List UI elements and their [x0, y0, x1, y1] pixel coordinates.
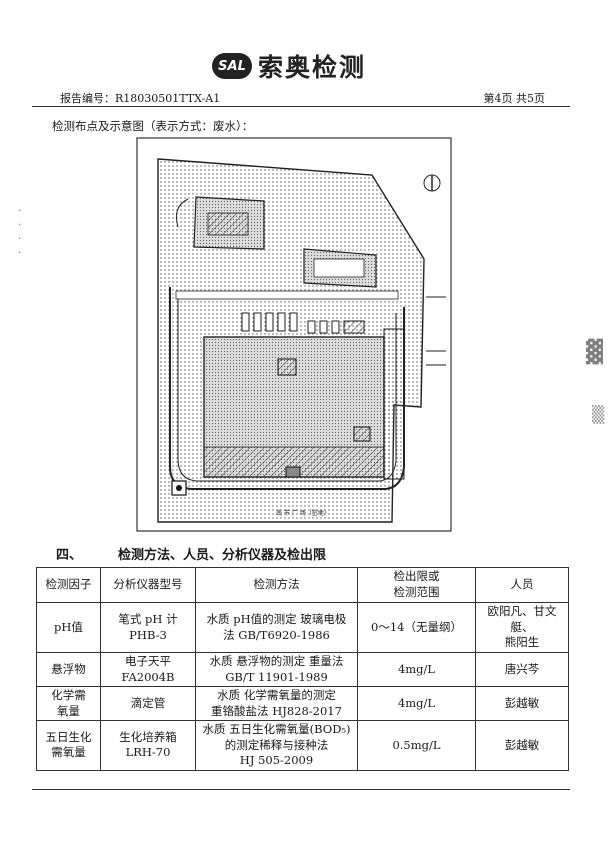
logo-badge: SAL: [212, 53, 252, 79]
cell-text: 彭越敏: [504, 695, 540, 710]
cell-text: 水质 pH值的测定 玻璃电极: [206, 611, 347, 626]
col-header-limit-line: 检测范围: [393, 585, 440, 599]
cell-factor: 悬浮物: [36, 651, 101, 688]
cell-text: 熊阳生: [504, 635, 540, 650]
company-logo: SAL 索奥检测: [212, 48, 402, 84]
cell-method: 水质 悬浮物的测定 重量法 GB/T 11901-1989: [195, 651, 358, 688]
cell-text: 悬浮物: [51, 661, 86, 676]
col-header-limit: 检出限或 检测范围: [357, 567, 476, 603]
cell-text: 水质 五日生化需氧量(BOD₅): [202, 722, 351, 737]
cell-text: 化学需: [51, 688, 86, 703]
table-row: pH值 笔式 pH 计 PHB-3 水质 pH值的测定 玻璃电极 法 GB/T6…: [36, 602, 569, 653]
map-bottom-label: 南 市 广 场（空地）: [276, 509, 330, 517]
cell-text: 水质 化学需氧量的测定: [217, 688, 336, 703]
cell-text: 唐兴芩: [504, 661, 540, 676]
col-header-factor: 检测因子: [36, 567, 101, 603]
cell-factor: pH值: [36, 602, 101, 653]
detection-methods-table: 检测因子 分析仪器型号 检测方法 检出限或 检测范围 人员 pH值 笔式 pH …: [36, 567, 569, 771]
col-header-limit-line: 检出限或: [393, 569, 440, 584]
table-header-row: 检测因子 分析仪器型号 检测方法 检出限或 检测范围 人员: [36, 567, 569, 603]
cell-text: pH值: [54, 619, 83, 634]
cell-text: 氧量: [57, 703, 80, 718]
cell-text: 的测定稀释与接种法: [224, 737, 329, 752]
col-header-instrument: 分析仪器型号: [100, 567, 196, 603]
figure-caption: 检测布点及示意图（表示方式：废水）：: [52, 119, 254, 133]
cell-text: 需氧量: [51, 745, 86, 760]
cell-text: 重铬酸盐法 HJ828-2017: [211, 703, 342, 718]
cell-text: 生化培养箱: [119, 729, 177, 744]
cell-text: PHB-3: [129, 627, 167, 642]
section-heading: 四、 检测方法、人员、分析仪器及检出限: [56, 544, 326, 563]
cell-text: 电子天平: [125, 654, 171, 668]
cell-text: GB/T 11901-1989: [225, 669, 328, 684]
scan-artifact-dots: ····: [18, 206, 22, 259]
cell-limit: 0～14（无量纲）: [357, 602, 476, 653]
logo-text: 索奥检测: [258, 53, 367, 82]
seal-stamp-fragment: ▓: [586, 339, 603, 365]
col-header-staff: 人员: [475, 567, 569, 603]
cell-text: 彭越敏: [504, 737, 540, 752]
col-header-method: 检测方法: [195, 567, 358, 603]
cell-method: 水质 化学需氧量的测定 重铬酸盐法 HJ828-2017: [195, 686, 358, 722]
cell-method: 水质 五日生化需氧量(BOD₅) 的测定稀释与接种法 HJ 505-2009: [195, 720, 358, 771]
cell-limit: 4mg/L: [357, 686, 476, 722]
seal-stamp-fragment: ▒: [592, 405, 605, 424]
sampling-point: [176, 485, 182, 491]
cell-factor: 五日生化 需氧量: [36, 720, 101, 771]
cell-text: FA2004B: [121, 669, 175, 684]
table-row: 五日生化 需氧量 生化培养箱 LRH-70 水质 五日生化需氧量(BOD₅) 的…: [36, 720, 569, 771]
cell-instrument: 滴定管: [100, 686, 196, 722]
cell-text: 笔式 pH 计: [118, 611, 178, 626]
cell-instrument: 生化培养箱 LRH-70: [100, 720, 196, 771]
cell-limit: 0.5mg/L: [357, 720, 476, 771]
cell-text: 滴定管: [130, 695, 166, 710]
site-plan-map: 南 市 广 场（空地）: [136, 137, 452, 532]
cell-text: 法 GB/T6920-1986: [223, 627, 330, 642]
section-title: 检测方法、人员、分析仪器及检出限: [118, 548, 327, 563]
cell-factor: 化学需 氧量: [36, 686, 101, 722]
cell-staff: 唐兴芩: [475, 651, 569, 688]
cell-text: HJ 505-2009: [239, 753, 314, 768]
cell-limit: 4mg/L: [357, 651, 476, 688]
table-row: 悬浮物 电子天平 FA2004B 水质 悬浮物的测定 重量法 GB/T 1190…: [36, 651, 569, 688]
section-number: 四、: [56, 548, 83, 563]
cell-method: 水质 pH值的测定 玻璃电极 法 GB/T6920-1986: [195, 602, 358, 653]
header-divider: [32, 106, 570, 107]
cell-text: LRH-70: [125, 745, 171, 760]
cell-staff: 欧阳凡、甘文艇、 熊阳生: [475, 602, 569, 653]
table-row: 化学需 氧量 滴定管 水质 化学需氧量的测定 重铬酸盐法 HJ828-2017 …: [36, 686, 569, 722]
cell-staff: 彭越敏: [475, 720, 569, 771]
report-number: 报告编号：R18030501TTX-A1: [60, 92, 221, 105]
north-arrow-icon: [423, 174, 441, 192]
page-info: 第4页 共5页: [483, 92, 546, 105]
cell-text: 水质 悬浮物的测定 重量法: [209, 654, 344, 668]
cell-instrument: 笔式 pH 计 PHB-3: [100, 602, 196, 653]
cell-staff: 彭越敏: [475, 686, 569, 722]
cell-text: 欧阳凡、甘文艇、: [487, 604, 557, 634]
cell-instrument: 电子天平 FA2004B: [100, 651, 196, 688]
cell-text: 五日生化: [45, 729, 92, 744]
footer-divider: [32, 789, 570, 790]
